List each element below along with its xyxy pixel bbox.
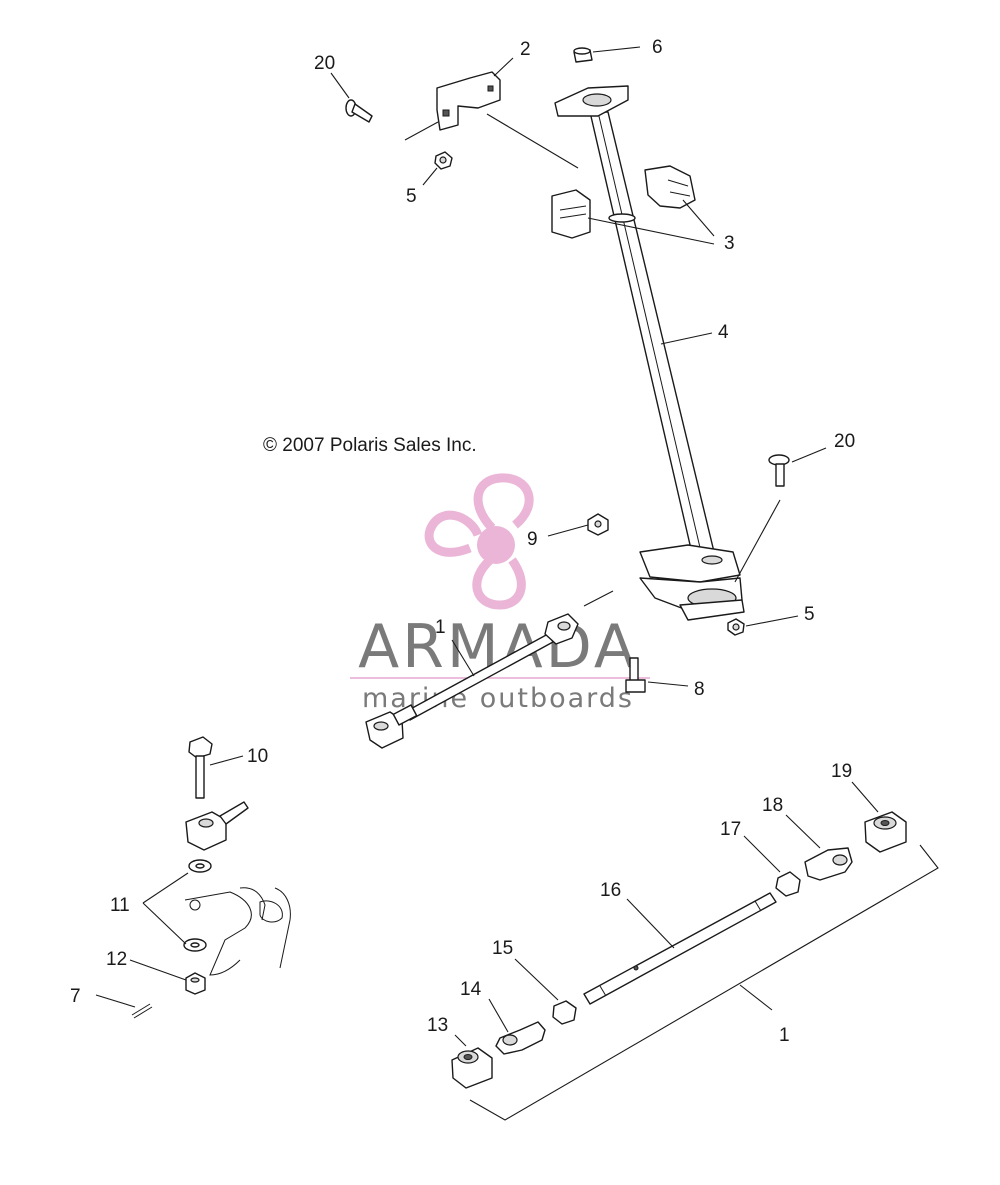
spindle-arm: [184, 887, 291, 976]
rod-end-left: [185, 801, 249, 851]
bolt-top-left: [345, 99, 373, 123]
callout-5-top: 5: [406, 186, 417, 207]
callout-11: 11: [110, 895, 130, 916]
callout-7: 7: [70, 986, 81, 1007]
cap: [573, 47, 593, 63]
ball-joint-fourteen: [495, 1021, 546, 1055]
callout-17: 17: [720, 819, 741, 840]
upper-bracket: [436, 71, 501, 131]
callout-9: 9: [527, 529, 538, 550]
callout-15: 15: [492, 938, 513, 959]
callout-2: 2: [520, 39, 531, 60]
bolt-ten: [188, 736, 213, 799]
watermark-logo-icon: [424, 473, 534, 610]
tie-rod-assembly-upper: [365, 613, 579, 749]
rod-end-thirteen: [451, 1047, 493, 1089]
callout-10: 10: [247, 746, 268, 767]
washer-lower: [183, 938, 207, 952]
nut-seventeen: [775, 871, 801, 897]
bolt-right: [768, 454, 790, 487]
callout-3: 3: [724, 233, 735, 254]
copyright-text: © 2007 Polaris Sales Inc.: [263, 435, 477, 456]
nut-top: [434, 151, 453, 170]
callout-4: 4: [718, 322, 729, 343]
callout-1-bottom: 1: [779, 1025, 790, 1046]
callout-1-top: 1: [435, 617, 446, 638]
bushing-left: [551, 189, 591, 239]
callout-5-bottom: 5: [804, 604, 815, 625]
leader-lines: [95, 46, 939, 1121]
callout-20-top: 20: [314, 53, 335, 74]
callout-14: 14: [460, 979, 482, 1000]
cotter-pin: [131, 1003, 153, 1019]
callout-19: 19: [831, 761, 852, 782]
washer-upper: [188, 859, 212, 873]
rod-end-nineteen: [864, 811, 907, 853]
callout-labels: 20 2 6 5 3 4 20 9 5 1 8 10 11 12 7 13 14…: [70, 37, 855, 1046]
nut-nine: [587, 513, 609, 536]
callout-18: 18: [762, 795, 783, 816]
callout-6: 6: [652, 37, 663, 58]
callout-20-right: 20: [834, 431, 855, 452]
steering-post: [554, 85, 745, 621]
nut-lower: [727, 618, 745, 636]
callout-16: 16: [600, 880, 621, 901]
ball-joint-eighteen: [804, 847, 853, 881]
callout-12: 12: [106, 949, 127, 970]
threaded-rod-sixteen: [583, 892, 777, 1005]
bushing-right: [644, 165, 696, 209]
callout-8: 8: [694, 679, 705, 700]
nut-fifteen: [552, 1000, 577, 1025]
bolt-eight: [625, 657, 646, 693]
nut-twelve: [185, 972, 206, 995]
callout-13: 13: [427, 1015, 448, 1036]
